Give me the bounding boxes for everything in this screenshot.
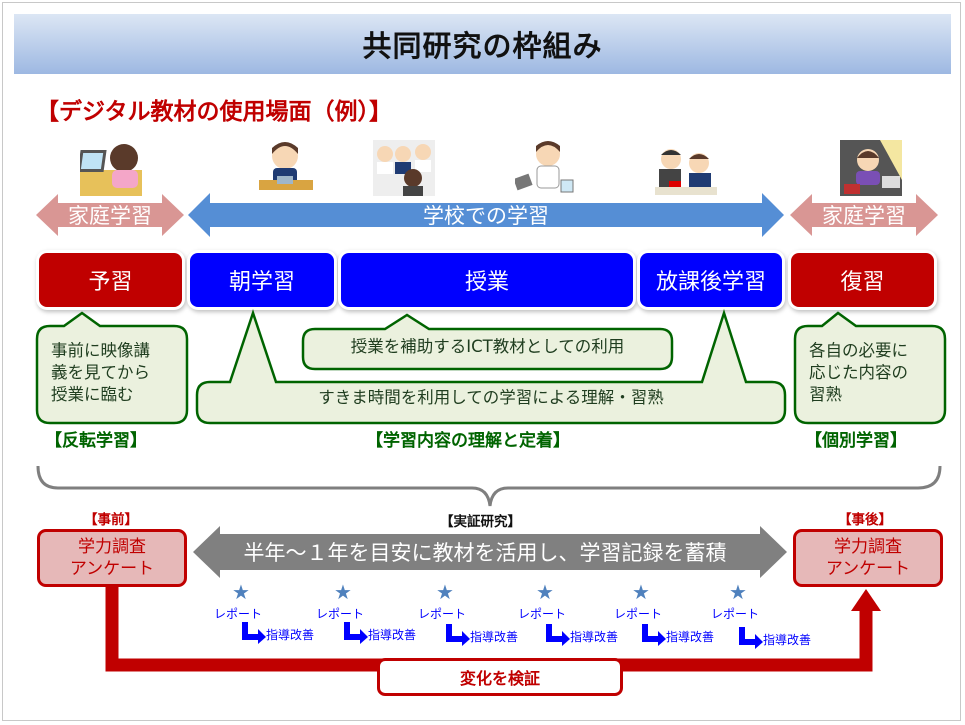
star-icon: ★	[232, 580, 250, 604]
before-label: 【事前】	[84, 512, 138, 528]
report-label: レポート	[711, 607, 760, 621]
classroom-students-illustration	[373, 140, 435, 196]
home-study-right-arrow	[790, 194, 938, 236]
review-callout	[793, 311, 947, 425]
bent-arrow-icon	[739, 627, 763, 649]
preview-line-3: 授業に臨む	[51, 385, 134, 404]
red-arrow-head	[851, 589, 881, 611]
bent-arrow-icon	[642, 624, 666, 646]
individual-learning-heading: 【個別学習】	[805, 431, 907, 451]
section-subtitle: 【デジタル教材の使用場面（例）】	[36, 99, 393, 125]
after-school-tutoring-illustration	[655, 149, 717, 195]
arrows-layer	[36, 193, 938, 237]
survey-after-line-1: 学力調査	[834, 537, 902, 557]
bent-arrow-icon	[446, 624, 470, 646]
understanding-heading: 【学習内容の理解と定着】	[366, 431, 570, 451]
gray-arrow-layer	[193, 526, 787, 578]
report-label: レポート	[214, 607, 263, 621]
lab-student-illustration	[515, 141, 574, 193]
spare-time-callout	[195, 308, 787, 425]
survey-before-line-2: アンケート	[69, 559, 155, 579]
report-label: レポート	[418, 607, 467, 621]
school-study-label: 学校での学習	[423, 204, 549, 228]
phase-after-school: 放課後学習	[640, 253, 782, 307]
report-label: レポート	[518, 607, 567, 621]
preview-callout	[35, 311, 189, 425]
callouts-layer	[35, 308, 947, 425]
preview-line-1: 事前に映像講	[51, 341, 150, 360]
star-icon: ★	[632, 580, 650, 604]
report-label: レポート	[614, 607, 663, 621]
report-label: レポート	[316, 607, 365, 621]
phase-review: 復習	[791, 253, 934, 307]
red-connector-line	[105, 585, 873, 672]
star-icon: ★	[729, 580, 747, 604]
morning-study-student-illustration	[259, 142, 313, 190]
home-study-left-arrow	[36, 194, 184, 236]
phase-preview: 予習	[39, 253, 182, 307]
improve-guidance-label: 指導改善	[666, 630, 715, 644]
spare-time-text: すきま時間を利用しての学習による理解・習熟	[318, 388, 664, 407]
survey-before-box: 学力調査 アンケート	[37, 529, 187, 587]
star-icon: ★	[436, 580, 454, 604]
class-support-text: 授業を補助するICT教材としての利用	[350, 337, 625, 356]
empirical-research-label: 【実証研究】	[440, 514, 521, 530]
improve-guidance-label: 指導改善	[368, 628, 417, 642]
curly-brace	[36, 465, 942, 507]
page-title: 共同研究の枠組み	[362, 29, 603, 63]
phase-morning-study: 朝学習	[190, 253, 334, 307]
home-study-tablet-illustration	[80, 144, 142, 196]
improve-guidance-label: 指導改善	[763, 633, 812, 647]
school-study-arrow	[188, 193, 784, 237]
review-at-home-illustration	[840, 140, 902, 196]
preview-line-2: 義を見てから	[51, 363, 150, 382]
survey-after-line-2: アンケート	[825, 559, 911, 579]
title-bar: 共同研究の枠組み	[14, 14, 951, 74]
bent-arrow-icon	[546, 624, 570, 646]
review-line-3: 習熟	[809, 385, 842, 404]
review-line-2: 応じた内容の	[809, 363, 908, 382]
bent-arrow-icon	[242, 622, 266, 644]
home-study-right-label: 家庭学習	[822, 204, 906, 228]
survey-after-box: 学力調査 アンケート	[793, 529, 943, 587]
phase-class: 授業	[341, 253, 633, 307]
accumulation-double-arrow	[193, 526, 787, 578]
improve-guidance-label: 指導改善	[266, 628, 315, 642]
bent-arrow-icon	[344, 622, 368, 644]
improve-guidance-label: 指導改善	[570, 630, 619, 644]
star-icon: ★	[334, 580, 352, 604]
home-study-left-label: 家庭学習	[68, 204, 152, 228]
survey-before-line-1: 学力調査	[78, 537, 146, 557]
class-support-callout	[301, 313, 674, 371]
review-line-1: 各自の必要に	[809, 341, 908, 360]
improve-guidance-label: 指導改善	[470, 630, 519, 644]
accumulation-arrow-text: 半年～１年を目安に教材を活用し、学習記録を蓄積	[243, 541, 727, 565]
flipped-learning-heading: 【反転学習】	[45, 431, 147, 451]
star-icon: ★	[536, 580, 554, 604]
review-callout-text: 各自の必要に 応じた内容の 習熟	[809, 340, 908, 406]
after-label: 【事後】	[838, 512, 892, 528]
preview-callout-text: 事前に映像講 義を見てから 授業に臨む	[51, 340, 150, 406]
verify-change-box: 変化を検証	[377, 658, 623, 696]
